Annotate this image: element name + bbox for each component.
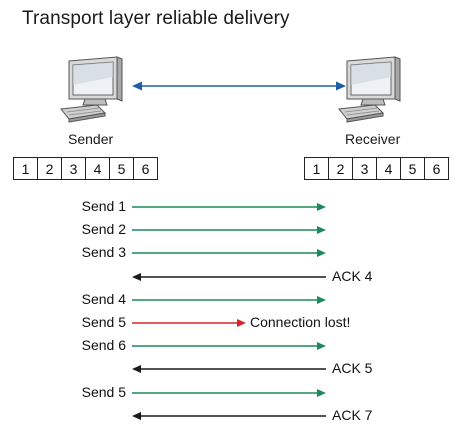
- sender-segment: 6: [141, 160, 150, 177]
- send-label: Send 5: [81, 384, 126, 400]
- receiver-segment: 1: [305, 158, 329, 179]
- receiver-segments: 1 2 3 4 5 6: [304, 157, 449, 180]
- sender-segments: 1 2 3 4 5 6: [13, 157, 158, 180]
- event-arrowhead: [132, 365, 141, 373]
- event-arrowhead: [317, 296, 326, 304]
- send-label: Send 2: [81, 221, 126, 237]
- event-arrowhead: [317, 226, 326, 234]
- sender-segment: 1: [14, 158, 38, 179]
- receiver-segment: 3: [353, 158, 377, 179]
- receiver-segment: 4: [377, 158, 401, 179]
- sender-computer-icon: [60, 56, 123, 123]
- ack-label: ACK 5: [332, 360, 373, 376]
- event-arrowhead: [237, 319, 246, 327]
- receiver-segment: 5: [401, 158, 425, 179]
- send-label: Send 6: [81, 337, 126, 353]
- event-arrowhead: [317, 203, 326, 211]
- ack-label: ACK 4: [332, 268, 373, 284]
- sender-segment: 3: [62, 158, 86, 179]
- event-arrowhead: [317, 249, 326, 257]
- send-label: Send 1: [81, 198, 126, 214]
- link-arrow: [132, 81, 346, 91]
- sender-label: Sender: [68, 131, 114, 147]
- receiver-label: Receiver: [345, 131, 401, 147]
- ack-label: ACK 7: [332, 407, 373, 423]
- send-label: Send 3: [81, 244, 126, 260]
- event-arrowhead: [132, 273, 141, 281]
- sender-segment: 4: [86, 158, 110, 179]
- receiver-segment: 2: [329, 158, 353, 179]
- send-label: Send 5: [81, 314, 126, 330]
- sender-segment: 5: [110, 158, 134, 179]
- event-arrowhead: [317, 342, 326, 350]
- diagram-title: Transport layer reliable delivery: [22, 8, 290, 29]
- event-arrows: [132, 203, 326, 420]
- event-arrowhead: [132, 412, 141, 420]
- receiver-computer-icon: [338, 56, 401, 123]
- connection-lost-label: Connection lost!: [250, 314, 351, 330]
- receiver-segment: 6: [432, 160, 441, 177]
- event-arrowhead: [317, 389, 326, 397]
- sender-segment: 2: [38, 158, 62, 179]
- send-label: Send 4: [81, 291, 126, 307]
